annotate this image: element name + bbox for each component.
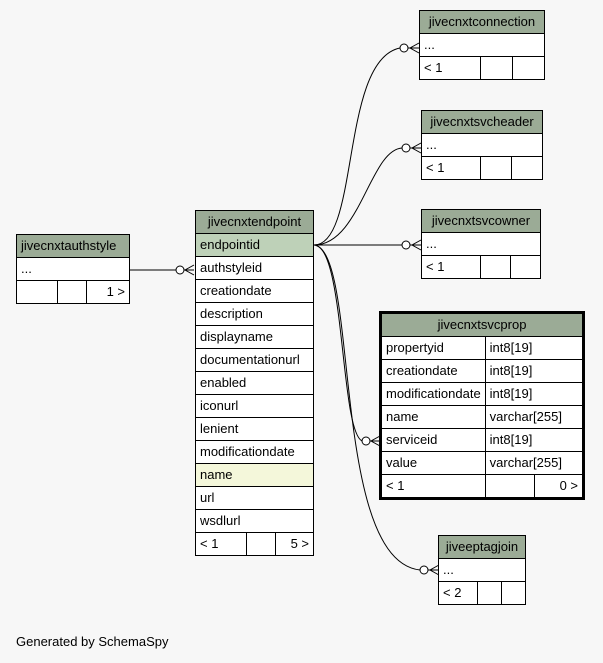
column-documentationurl[interactable]: documentationurl	[195, 348, 314, 372]
column-name-cell[interactable]: creationdate	[380, 359, 486, 383]
row-count	[484, 474, 535, 499]
child-count: 0 >	[533, 474, 585, 499]
edge-endpoint-eptagjoin	[313, 244, 421, 571]
parent-count: < 1	[421, 255, 481, 279]
child-count	[509, 255, 542, 279]
column-enabled[interactable]: enabled	[195, 371, 314, 395]
child-count: 1 >	[86, 280, 130, 304]
column-type-cell: int8[19]	[484, 359, 585, 383]
column-lenient[interactable]: lenient	[195, 417, 314, 441]
edge-endpoint-connection	[313, 47, 401, 246]
child-count	[511, 56, 546, 80]
column-type-cell: varchar[255]	[484, 451, 585, 475]
column-name-cell[interactable]: modificationdate	[380, 382, 486, 406]
column-name-cell[interactable]: serviceid	[380, 428, 486, 452]
column-name[interactable]: name	[195, 463, 314, 487]
child-count	[510, 156, 544, 180]
column-type-cell: int8[19]	[484, 382, 585, 406]
generated-by-label: Generated by SchemaSpy	[16, 634, 169, 649]
column-row[interactable]: ...	[421, 133, 543, 157]
table-title[interactable]: jivecnxtsvcowner	[421, 209, 541, 233]
row-count	[246, 532, 276, 556]
row-count	[480, 156, 512, 180]
column-name-cell[interactable]: value	[380, 451, 486, 475]
parent-count: < 2	[438, 581, 478, 605]
column-wsdlurl[interactable]: wsdlurl	[195, 509, 314, 533]
parent-count: < 1	[380, 474, 486, 499]
table-title[interactable]: jivecnxtauthstyle	[16, 234, 130, 258]
column-description[interactable]: description	[195, 302, 314, 326]
column-type-cell: int8[19]	[484, 428, 585, 452]
column-row[interactable]: ...	[438, 558, 526, 582]
column-type-cell: int8[19]	[484, 336, 585, 360]
column-url[interactable]: url	[195, 486, 314, 510]
child-count: 5 >	[275, 532, 314, 556]
table-jivecnxtendpoint[interactable]: jivecnxtendpoint endpointid authstyleid …	[195, 210, 314, 556]
column-row[interactable]: ...	[419, 33, 545, 57]
row-count	[57, 280, 87, 304]
column-creationdate[interactable]: creationdate	[195, 279, 314, 303]
table-jivecnxtconnection[interactable]: jivecnxtconnection ... < 1	[419, 10, 546, 80]
table-title[interactable]: jiveeptagjoin	[438, 535, 526, 559]
column-row[interactable]: ...	[421, 232, 541, 256]
column-name-cell[interactable]: propertyid	[380, 336, 486, 360]
table-jiveeptagjoin[interactable]: jiveeptagjoin ... < 2	[438, 535, 526, 605]
column-iconurl[interactable]: iconurl	[195, 394, 314, 418]
edge-endpoint-svcheader	[313, 147, 403, 246]
child-count	[501, 581, 526, 605]
table-title[interactable]: jivecnxtconnection	[419, 10, 545, 34]
row-count	[477, 581, 502, 605]
table-title[interactable]: jivecnxtsvcprop	[380, 312, 584, 337]
table-title[interactable]: jivecnxtendpoint	[195, 210, 314, 234]
row-count	[480, 255, 511, 279]
table-jivecnxtauthstyle[interactable]: jivecnxtauthstyle ... 1 >	[16, 234, 130, 304]
parent-count: < 1	[421, 156, 481, 180]
column-authstyleid[interactable]: authstyleid	[195, 256, 314, 280]
parent-count: < 1	[195, 532, 247, 556]
parent-count: < 1	[419, 56, 481, 80]
column-displayname[interactable]: displayname	[195, 325, 314, 349]
row-count	[480, 56, 513, 80]
table-jivecnxtsvcheader[interactable]: jivecnxtsvcheader ... < 1	[421, 110, 544, 180]
table-title[interactable]: jivecnxtsvcheader	[421, 110, 543, 134]
column-endpointid[interactable]: endpointid	[195, 233, 314, 257]
edge-endpoint-svcprop	[313, 244, 363, 442]
table-jivecnxtsvcowner[interactable]: jivecnxtsvcowner ... < 1	[421, 209, 542, 279]
column-row[interactable]: ...	[16, 257, 130, 281]
column-name-cell[interactable]: name	[380, 405, 486, 429]
column-modificationdate[interactable]: modificationdate	[195, 440, 314, 464]
parent-count	[16, 280, 58, 304]
column-type-cell: varchar[255]	[484, 405, 585, 429]
